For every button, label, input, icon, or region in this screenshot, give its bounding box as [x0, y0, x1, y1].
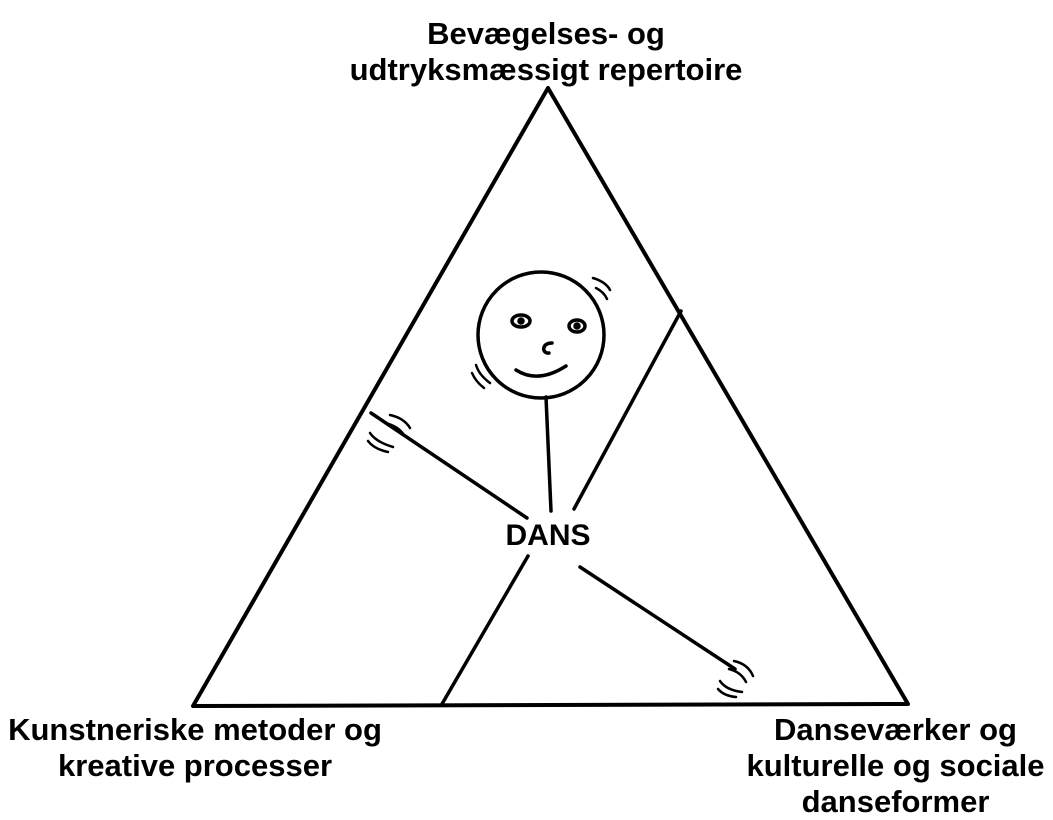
vertex-label-line: kreative processer: [0, 748, 390, 784]
figure-smile: [516, 366, 566, 376]
figure-head: [478, 272, 604, 398]
vertex-label-line: danseformer: [738, 784, 1053, 820]
vertex-label-top: Bevægelses- og udtryksmæssigt repertoire: [336, 16, 756, 88]
vertex-label-bottom-right: Danseværker og kulturelle og sociale dan…: [738, 712, 1053, 820]
vertex-label-line: udtryksmæssigt repertoire: [336, 52, 756, 88]
figure-nose: [544, 343, 552, 353]
vertex-label-line: Bevægelses- og: [336, 16, 756, 52]
center-label: DANS: [488, 518, 608, 554]
figure-body: [546, 397, 551, 511]
vertex-label-line: Kunstneriske metoder og: [0, 712, 390, 748]
vertex-label-line: kulturelle og sociale: [738, 748, 1053, 784]
figure-left-arm: [371, 413, 527, 518]
vertex-label-bottom-left: Kunstneriske metoder og kreative process…: [0, 712, 390, 784]
figure-left-leg: [442, 556, 528, 704]
vertex-label-line: Danseværker og: [738, 712, 1053, 748]
figure-right-leg: [574, 311, 681, 509]
figure-right-arm: [580, 567, 735, 669]
